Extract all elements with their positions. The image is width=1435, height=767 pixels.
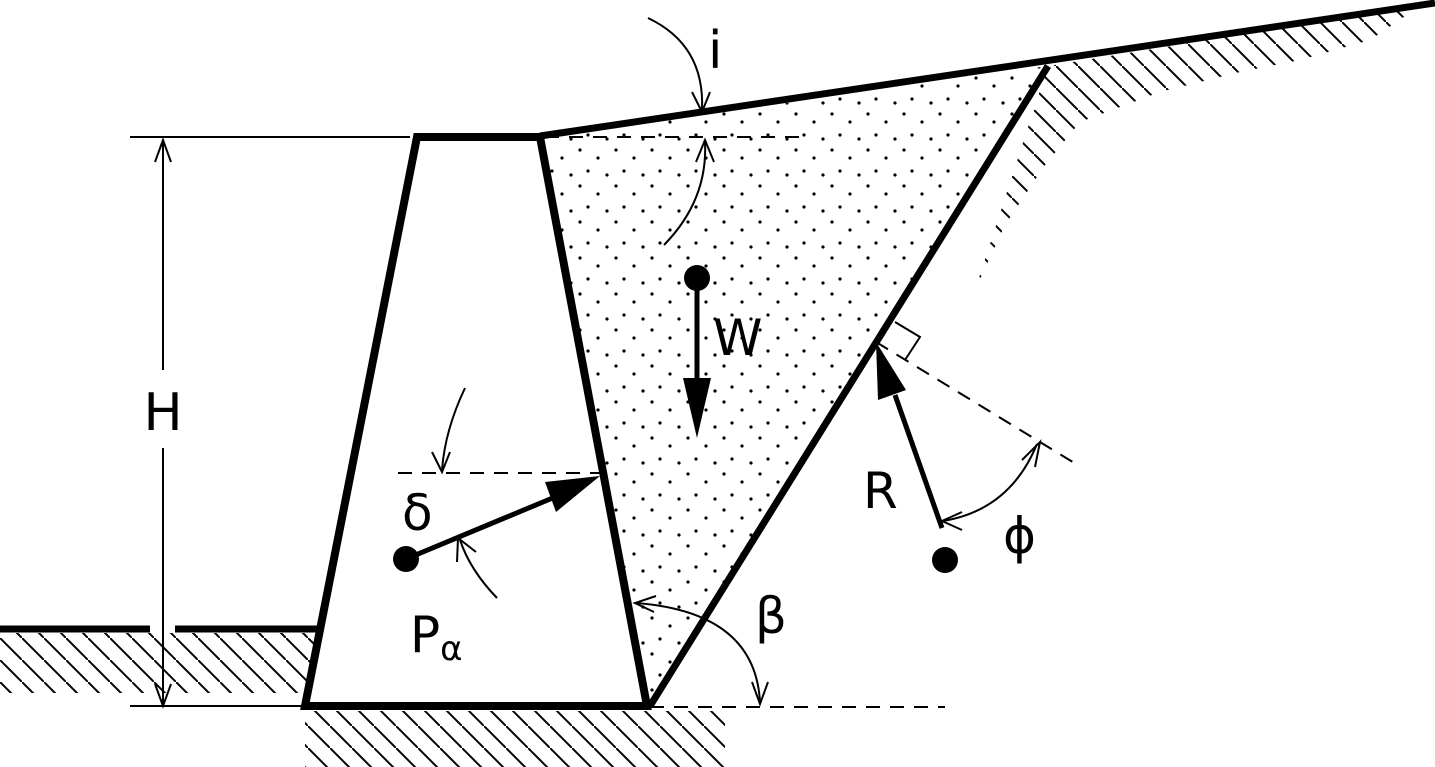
- height-dimension: [130, 136, 410, 709]
- failure-plane-angle-label: β: [755, 587, 787, 645]
- reaction-point: [932, 547, 958, 573]
- active-force-arrowhead: [545, 476, 600, 512]
- wall-friction-angle-label: δ: [402, 484, 433, 542]
- beta-arc: [635, 602, 761, 703]
- weight-point: [684, 265, 710, 291]
- retaining-wall: [300, 133, 652, 710]
- slope-angle-arc-lower: [663, 141, 707, 246]
- reaction-shaft: [892, 394, 945, 529]
- soil-friction-angle-label: ϕ: [1003, 507, 1036, 565]
- reference-dashed-lines: [398, 136, 1077, 708]
- active-force-main: P: [410, 606, 440, 664]
- weight-label: W: [713, 309, 762, 367]
- right-angle-marker: [894, 321, 922, 361]
- slope-angle-label: i: [708, 21, 722, 81]
- phi-arc: [942, 443, 1038, 522]
- active-force-shaft: [405, 494, 556, 562]
- delta-arc-upper: [441, 387, 466, 471]
- active-force-label: Pα: [410, 606, 463, 669]
- ground-surface: [0, 0, 1435, 633]
- slope-angle-arc: [647, 17, 704, 111]
- reaction-label: R: [863, 462, 898, 520]
- reaction-arrowhead: [876, 342, 906, 400]
- active-force-subscript: α: [440, 629, 462, 669]
- soil-wedge: [540, 66, 1048, 706]
- delta-arc-lower: [459, 539, 498, 599]
- soil-hatching: [0, 6, 1420, 767]
- wall-height-label: H: [143, 383, 182, 443]
- force-vectors: [393, 265, 958, 573]
- weight-arrowhead: [683, 378, 711, 438]
- failure-plane: [647, 64, 1051, 708]
